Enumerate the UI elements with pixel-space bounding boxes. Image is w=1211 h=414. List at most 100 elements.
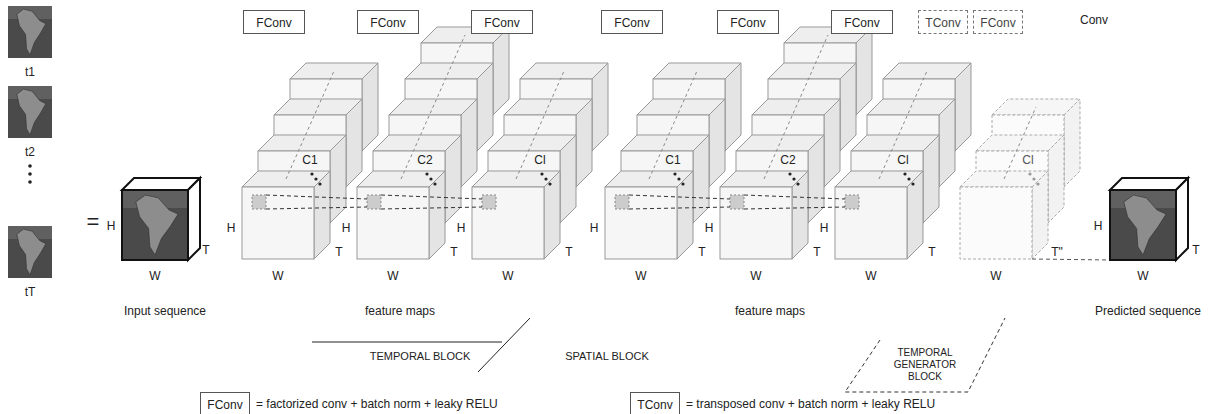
image-ground xyxy=(8,86,52,138)
layer-box: FConv xyxy=(357,10,419,34)
feature-stack xyxy=(960,99,1080,259)
satellite-image xyxy=(8,226,52,278)
cube-side xyxy=(560,135,576,223)
cube-side xyxy=(346,99,362,187)
layer-box: FConv xyxy=(601,10,663,34)
ellipsis-dot xyxy=(796,182,799,185)
cube-side xyxy=(709,99,725,187)
image-ground xyxy=(8,6,52,58)
cube-side xyxy=(939,99,955,187)
channel-axis xyxy=(401,35,465,179)
cube-front xyxy=(960,187,1032,259)
feature-cube xyxy=(357,171,445,259)
feature-cube xyxy=(720,171,808,259)
ellipsis-dot xyxy=(28,172,32,176)
feature-cube xyxy=(605,171,693,259)
image-ground xyxy=(1111,191,1175,259)
dimension-label: H xyxy=(820,221,829,235)
cube-side xyxy=(808,135,824,223)
ellipsis-dot xyxy=(911,182,914,185)
cube-side xyxy=(330,135,346,223)
dimension-label: T" xyxy=(1051,245,1063,259)
legend-key-box: FConv xyxy=(200,392,250,414)
ellipsis-dot xyxy=(673,172,676,175)
dimension-label: H xyxy=(457,221,466,235)
ellipsis-dot xyxy=(425,172,428,175)
ellipsis-dot xyxy=(903,172,906,175)
image-ground xyxy=(123,191,187,259)
ellipsis-dot xyxy=(540,172,543,175)
layer-name: FConv xyxy=(256,16,291,30)
cube-front xyxy=(242,187,314,259)
cube-side xyxy=(907,171,923,259)
cube-side xyxy=(429,171,445,259)
ellipsis-dot xyxy=(544,177,547,180)
dimension-label: T xyxy=(928,245,935,259)
feature-stack xyxy=(472,63,608,259)
ellipsis-dot xyxy=(907,177,910,180)
dimension-label: H xyxy=(227,221,236,235)
block-divider xyxy=(478,318,530,372)
feature-cube xyxy=(1110,178,1188,260)
layer-name: FConv xyxy=(207,398,242,412)
channel-axis xyxy=(286,71,334,179)
ellipsis-dot xyxy=(314,177,317,180)
ellipsis-dot xyxy=(677,177,680,180)
satellite-image xyxy=(123,191,187,259)
dimension-label: W xyxy=(750,269,761,283)
block-name: SPATIAL BLOCK xyxy=(565,350,649,363)
channel-label: C2 xyxy=(780,153,795,167)
legend-text: = transposed conv + batch norm + leaky R… xyxy=(686,397,935,411)
dimension-label: T xyxy=(565,245,572,259)
kernel-patch xyxy=(615,195,629,209)
dimension-label: T xyxy=(698,245,705,259)
feature-cube xyxy=(242,171,330,259)
channel-label: C2 xyxy=(417,153,432,167)
layer-name: FConv xyxy=(614,16,649,30)
ellipsis-dot xyxy=(792,177,795,180)
ellipsis-dot xyxy=(310,172,313,175)
continent-shape xyxy=(17,229,46,275)
ellipsis-dot xyxy=(1028,172,1031,175)
sequence-caption: Input sequence xyxy=(124,304,206,318)
dimension-label: W xyxy=(387,269,398,283)
feature-stack xyxy=(835,63,971,259)
layer-box: FConv xyxy=(471,10,533,34)
channel-axis xyxy=(879,71,927,179)
cube-side xyxy=(461,99,477,187)
frame-time: t2 xyxy=(25,145,35,159)
cube-side xyxy=(677,171,693,259)
satellite-image xyxy=(1111,191,1175,259)
dimension-label: W xyxy=(865,269,876,283)
layer-name: FConv xyxy=(730,16,765,30)
cube-top xyxy=(1110,178,1188,190)
dimension-label: H xyxy=(107,219,116,233)
cube-side xyxy=(1032,171,1048,259)
cube-side xyxy=(362,63,378,151)
cube-side xyxy=(1176,178,1188,260)
channel-label: C1 xyxy=(302,153,317,167)
cube-front xyxy=(122,190,188,260)
cube-front xyxy=(605,187,677,259)
receptive-field-line xyxy=(266,195,367,199)
block-name: TEMPORAL BLOCK xyxy=(370,350,470,363)
dimension-label: T xyxy=(813,245,820,259)
ellipsis-dot xyxy=(681,182,684,185)
cube-side xyxy=(856,27,872,115)
cube-top xyxy=(122,178,200,190)
dimension-label: T xyxy=(202,243,209,257)
section-caption: feature maps xyxy=(365,304,435,318)
receptive-field-line xyxy=(744,207,845,209)
block-divider xyxy=(312,342,502,343)
kernel-patch xyxy=(845,195,859,209)
layer-name: FConv xyxy=(484,16,519,30)
cube-side xyxy=(544,171,560,259)
cube-side xyxy=(477,63,493,151)
dimension-label: W xyxy=(502,269,513,283)
ellipsis-dot xyxy=(429,177,432,180)
cube-side xyxy=(792,171,808,259)
legend-text: = factorized conv + batch norm + leaky R… xyxy=(256,397,498,411)
kernel-patch xyxy=(367,195,381,209)
ellipsis-dot xyxy=(548,182,551,185)
layer-name: TConv xyxy=(637,398,672,412)
